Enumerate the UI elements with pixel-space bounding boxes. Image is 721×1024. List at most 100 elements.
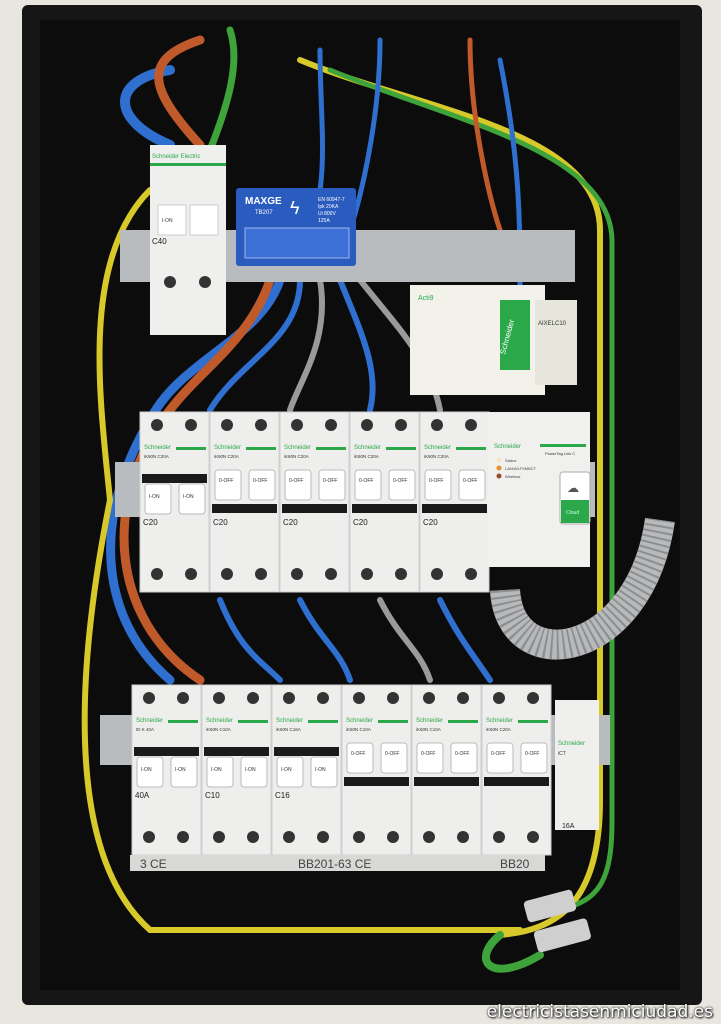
breaker-handle[interactable] bbox=[458, 469, 486, 501]
wires bbox=[81, 26, 615, 973]
breaker-handle[interactable] bbox=[450, 742, 478, 774]
breaker-handle[interactable] bbox=[388, 469, 416, 501]
svg-text:Status: Status bbox=[505, 458, 516, 463]
svg-text:PowerTag Link C: PowerTag Link C bbox=[545, 451, 575, 456]
svg-text:I-ON: I-ON bbox=[183, 494, 194, 500]
svg-text:I-ON: I-ON bbox=[175, 767, 186, 773]
breaker-handle[interactable] bbox=[248, 469, 276, 501]
rating-label: C20 bbox=[353, 518, 368, 527]
breaker-handle[interactable] bbox=[284, 469, 312, 501]
breaker-handle[interactable] bbox=[486, 742, 514, 774]
wire bbox=[287, 277, 325, 413]
brand-label: Schneider bbox=[346, 718, 373, 724]
type-label: iK60N C10A bbox=[206, 727, 231, 732]
breaker-handle[interactable] bbox=[144, 483, 172, 515]
circuit-breaker: Schneider iK60N C20A I-ON I-ON C20 bbox=[139, 411, 210, 593]
breaker-handle[interactable] bbox=[170, 756, 198, 788]
breaker-handle[interactable] bbox=[240, 756, 268, 788]
wire bbox=[207, 277, 303, 413]
wire bbox=[81, 187, 523, 933]
breaker-handle[interactable] bbox=[214, 469, 242, 501]
rating-label: C20 bbox=[143, 518, 158, 527]
brand-label: Schneider bbox=[486, 718, 513, 724]
lightning-icon: ϟ bbox=[290, 198, 300, 218]
svg-text:Cloud: Cloud bbox=[566, 510, 579, 516]
svg-text:0-OFF: 0-OFF bbox=[421, 751, 435, 757]
type-label: ID K 40A bbox=[136, 727, 154, 732]
wire bbox=[481, 931, 544, 973]
circuit-breaker: Schneider iK60N C20A 0-OFF 0-OFF C20 bbox=[349, 411, 420, 593]
rating-label: C20 bbox=[283, 518, 298, 527]
svg-text:I-ON: I-ON bbox=[211, 767, 222, 773]
svg-text:0-OFF: 0-OFF bbox=[393, 478, 407, 484]
breaker-handle[interactable] bbox=[136, 756, 164, 788]
busbar-label: BB201-63 CE bbox=[298, 857, 371, 871]
breaker-handle[interactable] bbox=[354, 469, 382, 501]
breaker-handle[interactable] bbox=[206, 756, 234, 788]
distribution-block: MAXGE TB207 ϟ EN 60947-7 Ipk 20KA Ui 800… bbox=[236, 188, 356, 266]
svg-text:Ipk 20KA: Ipk 20KA bbox=[318, 204, 339, 210]
rating-label: C20 bbox=[423, 518, 438, 527]
breaker-handle[interactable] bbox=[346, 742, 374, 774]
rating-label: C40 bbox=[152, 237, 167, 246]
breaker-handle[interactable] bbox=[318, 469, 346, 501]
svg-text:Schneider: Schneider bbox=[558, 741, 585, 747]
svg-text:I-ON: I-ON bbox=[149, 494, 160, 500]
breaker-handle[interactable] bbox=[416, 742, 444, 774]
wire bbox=[327, 67, 615, 913]
breaker-handle[interactable] bbox=[424, 469, 452, 501]
brand-label: Schneider bbox=[284, 445, 311, 451]
wire bbox=[377, 597, 433, 683]
type-label: iK60N C20A bbox=[486, 727, 511, 732]
svg-text:0-OFF: 0-OFF bbox=[323, 478, 337, 484]
svg-text:I-ON: I-ON bbox=[162, 218, 173, 224]
earth-connector-block bbox=[523, 889, 591, 953]
type-label: iK60N C16A bbox=[276, 727, 301, 732]
wire bbox=[206, 26, 238, 154]
brand-label: Schneider bbox=[144, 445, 171, 451]
breaker-handle[interactable] bbox=[520, 742, 548, 774]
contactor: Schneider iCT 16A bbox=[555, 700, 599, 830]
brand-label: Schneider bbox=[424, 445, 451, 451]
svg-text:I-ON: I-ON bbox=[281, 767, 292, 773]
type-label: iK60N C20A bbox=[284, 454, 309, 459]
svg-text:0-OFF: 0-OFF bbox=[289, 478, 303, 484]
svg-text:125A: 125A bbox=[318, 218, 330, 224]
svg-text:iCT: iCT bbox=[558, 751, 566, 757]
breaker-handle[interactable] bbox=[276, 756, 304, 788]
top-breaker: Schneider Electric I-ON C40 bbox=[150, 145, 226, 335]
wire bbox=[437, 597, 493, 683]
brand-label: Schneider bbox=[354, 445, 381, 451]
svg-text:16A: 16A bbox=[562, 823, 575, 830]
wire bbox=[120, 65, 175, 150]
brand-label: Schneider bbox=[276, 718, 303, 724]
rating-label: 40A bbox=[135, 791, 150, 800]
type-label: iK60N C20A bbox=[354, 454, 379, 459]
rating-label: C10 bbox=[205, 791, 220, 800]
brand-label: MAXGE bbox=[245, 196, 282, 207]
svg-text:EN 60947-7: EN 60947-7 bbox=[318, 197, 345, 203]
brand-label: Schneider bbox=[136, 718, 163, 724]
cloud-icon: ☁ bbox=[567, 481, 579, 495]
type-label: iK60N C10A bbox=[416, 727, 441, 732]
svg-text:0-OFF: 0-OFF bbox=[463, 478, 477, 484]
wire bbox=[154, 35, 205, 150]
svg-text:Wireless: Wireless bbox=[505, 474, 520, 479]
busbar-label-strip bbox=[130, 855, 545, 871]
svg-text:0-OFF: 0-OFF bbox=[359, 478, 373, 484]
svg-text:AIXELC10: AIXELC10 bbox=[538, 321, 567, 327]
brand-label: Schneider bbox=[206, 718, 233, 724]
breaker-handle[interactable] bbox=[310, 756, 338, 788]
svg-text:BB20: BB20 bbox=[500, 857, 530, 871]
breaker-handle[interactable] bbox=[380, 742, 408, 774]
svg-text:0-OFF: 0-OFF bbox=[385, 751, 399, 757]
powertag-link-module: Schneider PowerTag Link C Status LAN/WI-… bbox=[488, 412, 591, 567]
type-label: iK60N C20A bbox=[144, 454, 169, 459]
breaker-handle[interactable] bbox=[178, 483, 206, 515]
type-label: iK60N C10A bbox=[346, 727, 371, 732]
